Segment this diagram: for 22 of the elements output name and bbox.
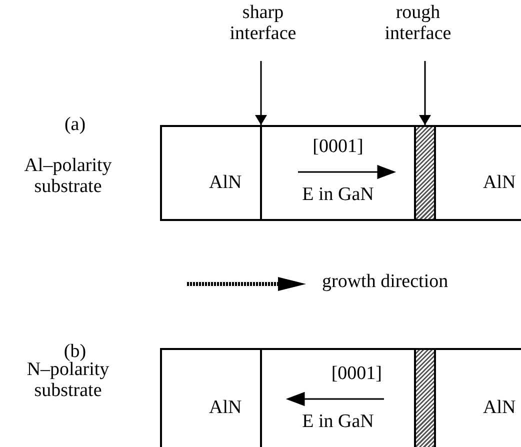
leader-arrow	[255, 61, 267, 125]
panel-label: (a)	[63, 115, 87, 136]
direction-label: [0001]	[312, 137, 364, 158]
layer-label: AlN	[209, 173, 242, 194]
aln-layer	[160, 125, 262, 221]
field-label: E in GaN	[302, 185, 374, 206]
field-label: E in GaN	[302, 412, 374, 433]
aln-layer	[160, 348, 262, 447]
annotation-text: sharp interface	[228, 3, 298, 45]
rough-interface-band	[414, 348, 436, 447]
layer-label: AlN	[483, 398, 516, 418]
direction-label: [0001]	[331, 364, 382, 385]
leader-arrow	[419, 61, 431, 125]
aln-layer	[434, 125, 521, 221]
layer-label: AlN	[209, 398, 242, 418]
substrate-label: N–polarity substrate	[26, 360, 110, 402]
panel-label: (b)	[64, 342, 86, 362]
layer-label: AlN	[483, 173, 516, 194]
rough-interface-band	[414, 125, 436, 221]
legend-text: growth direction	[322, 272, 448, 293]
substrate-label: Al–polarity substrate	[23, 156, 113, 198]
annotation-text: rough interface	[384, 3, 452, 45]
